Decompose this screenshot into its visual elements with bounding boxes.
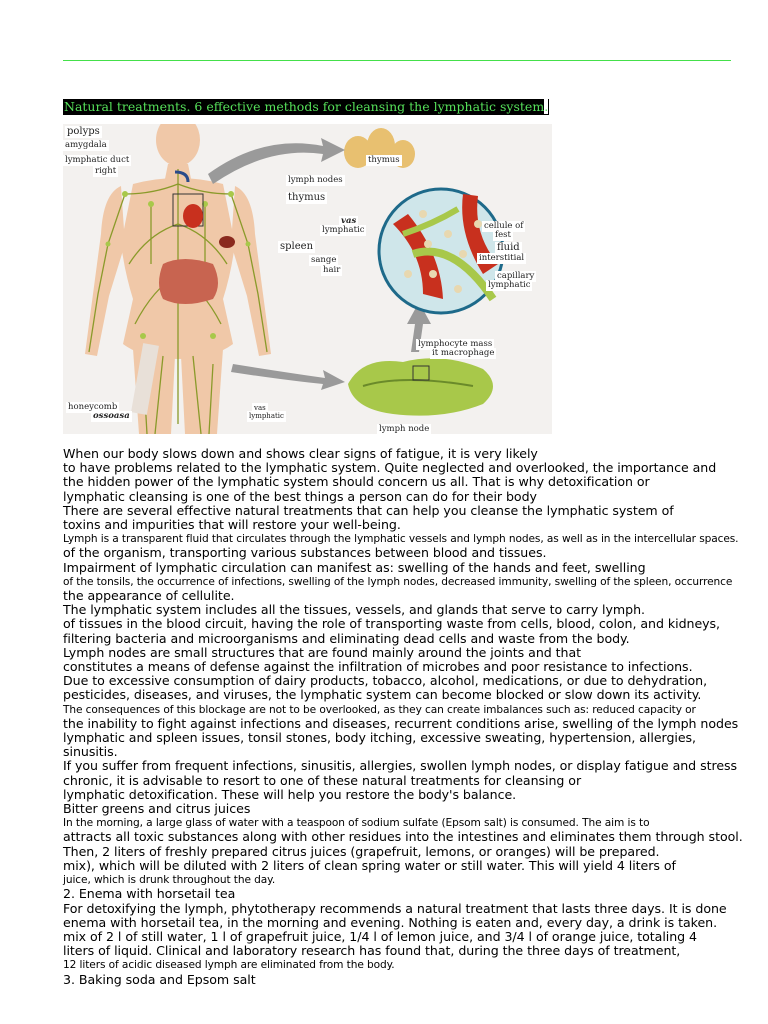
text-line: Then, 2 liters of freshly prepared citru…: [63, 843, 660, 859]
label-lymphatic-small: lymphatic: [247, 411, 286, 422]
text-line: For detoxifying the lymph, phytotherapy …: [63, 900, 727, 916]
label-polyps: polyps: [65, 126, 102, 138]
label-honeycomb: honeycomb: [66, 402, 120, 413]
label-lymph-node: lymph node: [377, 424, 432, 434]
label-cellule-of: cellule of: [482, 221, 526, 232]
label-lymph-nodes: lymph nodes: [286, 175, 345, 186]
text-line: sinusitis.: [63, 744, 118, 760]
label-hair: hair: [321, 265, 343, 276]
label-thymus-organ: thymus: [286, 192, 328, 204]
text-line: juice, which is drunk throughout the day…: [63, 874, 276, 887]
label-interstitial: interstitial: [477, 253, 527, 264]
text-line: lymphatic detoxification. These will hel…: [63, 786, 517, 802]
lymphatic-system-illustration: polyps amygdala lymphatic duct right lym…: [63, 124, 552, 434]
text-line: 12 liters of acidic diseased lymph are e…: [63, 959, 395, 972]
text-line: lymphatic cleansing is one of the best t…: [63, 488, 537, 504]
text-line: In the morning, a large glass of water w…: [63, 817, 650, 830]
text-line: enema with horsetail tea, in the morning…: [63, 914, 718, 930]
text-line: When our body slows down and shows clear…: [63, 446, 538, 461]
label-lymphocyte-mass: lymphocyte mass: [416, 339, 495, 350]
text-line: constitutes a means of defense against t…: [63, 659, 693, 675]
label-sange: sange: [309, 255, 339, 266]
text-line: chronic, it is advisable to resort to on…: [63, 772, 582, 788]
label-spleen: spleen: [278, 241, 316, 253]
text-line: Bitter greens and citrus juices: [63, 801, 251, 817]
article-body: When our body slows down and shows clear…: [63, 446, 763, 987]
text-line: If you suffer from frequent infections, …: [63, 758, 738, 774]
text-line: There are several effective natural trea…: [63, 502, 674, 518]
thymus-detail: [344, 128, 415, 168]
text-line: to have problems related to the lymphati…: [63, 460, 717, 476]
anatomy-drawing: [85, 124, 505, 434]
text-line: Impairment of lymphatic circulation can …: [63, 559, 646, 575]
label-lymphatic-vas: lymphatic: [320, 225, 367, 236]
label-fluid: fluid: [495, 242, 522, 254]
article-title: Natural treatments. 6 effective methods …: [63, 99, 550, 115]
label-amygdala: amygdala: [63, 140, 109, 151]
label-macrophage: it macrophage: [430, 348, 497, 359]
text-line: toxins and impurities that will restore …: [63, 517, 401, 533]
organs: [131, 170, 235, 415]
top-divider: [63, 60, 731, 61]
text-line: The lymphatic system includes all the ti…: [63, 602, 645, 618]
text-line: the inability to fight against infection…: [63, 715, 739, 731]
label-vas-small: vas: [252, 403, 268, 414]
text-line: of the tonsils, the occurrence of infect…: [63, 575, 733, 588]
text-line: of tissues in the blood circuit, having …: [63, 616, 721, 632]
arrows: [208, 138, 431, 390]
label-vas: vas: [339, 216, 359, 227]
label-lymphatic-duct: lymphatic duct: [63, 155, 132, 166]
text-line: Lymph nodes are small structures that ar…: [63, 644, 582, 660]
text-line: mix of 2 l of still water, 1 l of grapef…: [63, 928, 698, 944]
label-ossoasa: ossoasa: [91, 411, 132, 422]
text-line: the appearance of cellulite.: [63, 588, 235, 604]
text-line: filtering bacteria and microorganisms an…: [63, 630, 630, 646]
label-fest: fest: [493, 230, 513, 241]
text-line: attracts all toxic substances along with…: [63, 829, 743, 845]
text-line: The consequences of this blockage are no…: [63, 703, 696, 716]
label-right: right: [93, 166, 119, 177]
text-line: Due to excessive consumption of dairy pr…: [63, 673, 708, 689]
tissue-magnified: [377, 187, 505, 315]
lymph-node-detail: [348, 358, 493, 416]
text-line: 3. Baking soda and Epsom salt: [63, 971, 256, 987]
label-thymus-detail: thymus: [366, 155, 402, 166]
label-lymphatic-cap: lymphatic: [486, 280, 533, 291]
label-capillary: capillary: [495, 271, 537, 282]
text-line: pesticides, diseases, and viruses, the l…: [63, 687, 702, 703]
lymph-node-dots: [105, 191, 251, 339]
text-line: of the organism, transporting various su…: [63, 545, 547, 561]
text-line: liters of liquid. Clinical and laborator…: [63, 943, 681, 959]
text-line: lymphatic and spleen issues, tonsil ston…: [63, 730, 696, 746]
text-line: 2. Enema with horsetail tea: [63, 886, 236, 902]
text-line: Lymph is a transparent fluid that circul…: [63, 533, 739, 546]
text-line: the hidden power of the lymphatic system…: [63, 474, 650, 490]
text-line: mix), which will be diluted with 2 liter…: [63, 857, 676, 873]
